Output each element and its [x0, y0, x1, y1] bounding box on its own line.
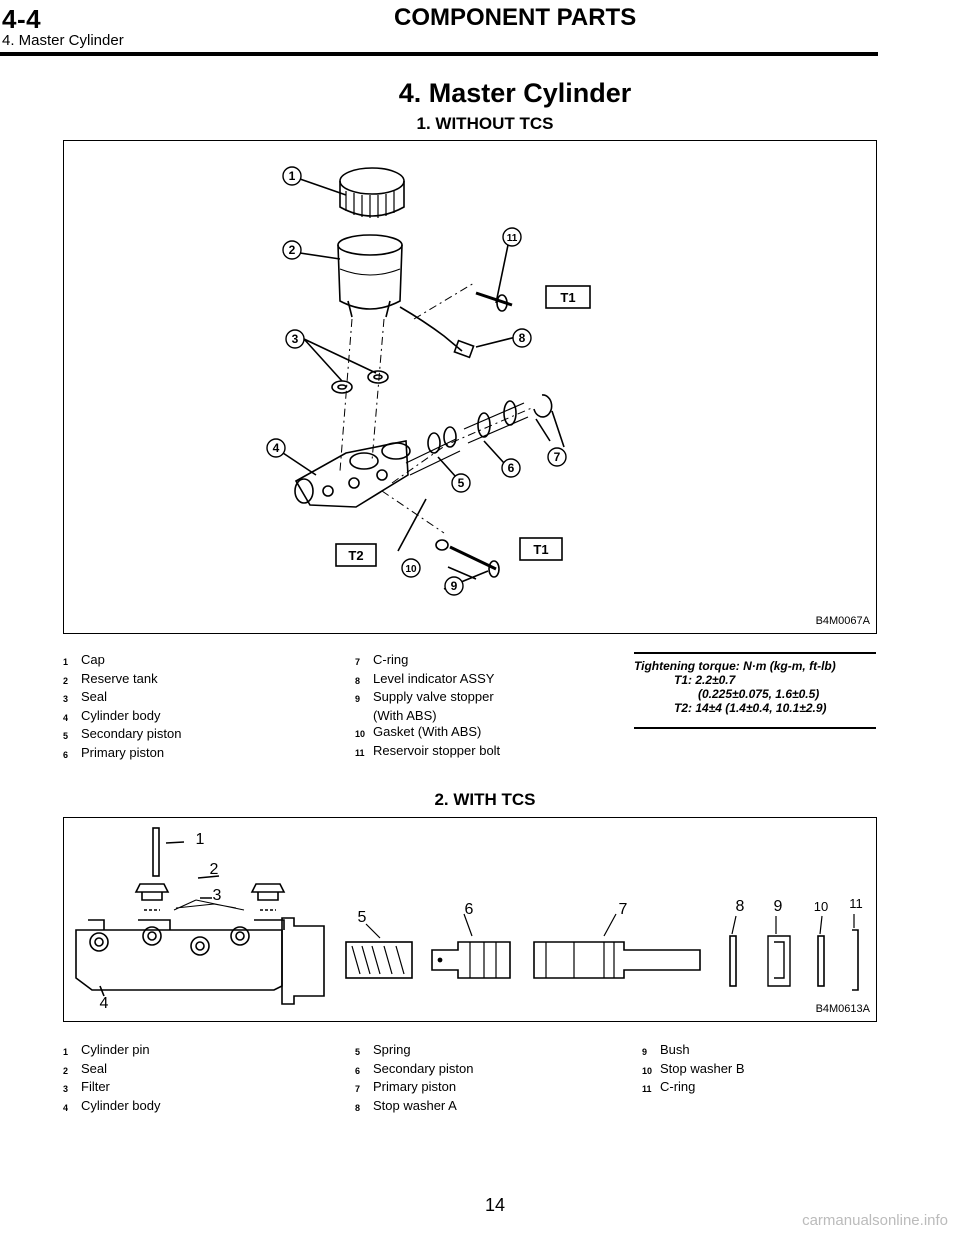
callout-10: 10 — [814, 899, 828, 914]
callout-1: 1 — [196, 831, 205, 848]
callout-5: 5 — [458, 476, 465, 490]
torque-tag-t1-lower: T1 — [533, 542, 548, 557]
section2-title: 2. WITH TCS — [434, 790, 536, 809]
legend-item: (With ABS) — [373, 707, 437, 723]
figure-code: B4M0613A — [815, 1003, 870, 1015]
section1-title: 1. WITHOUT TCS — [416, 114, 554, 133]
callout-9: 9 — [451, 579, 458, 593]
callout-8: 8 — [736, 898, 745, 915]
torque-tag-t1-upper: T1 — [560, 290, 575, 305]
header-rule — [0, 52, 878, 56]
callout-7: 7 — [619, 901, 628, 918]
section-title: COMPONENT PARTS — [394, 4, 637, 31]
exploded-view-without-tcs: T1 T1 T2 1 2 3 4 5 6 7 8 9 10 11 — [266, 166, 591, 596]
callout-1: 1 — [289, 169, 296, 183]
callout-6: 6 — [508, 461, 515, 475]
callout-3: 3 — [213, 887, 222, 904]
callout-11: 11 — [507, 233, 518, 244]
section-number: 4-4 — [2, 4, 42, 34]
callout-2: 2 — [289, 243, 296, 257]
callout-4: 4 — [273, 441, 280, 455]
callout-labels-with-tcs: 1 2 3 4 5 6 7 8 9 10 11 — [100, 831, 863, 1012]
torque-heading: Tightening torque: N·m (kg-m, ft-lb) — [634, 659, 836, 673]
figure-without-tcs: T1 T1 T2 1 2 3 4 5 6 7 8 9 10 11 B4M0067… — [63, 140, 877, 634]
tightening-torque-box: Tightening torque: N·m (kg-m, ft-lb) T1:… — [634, 652, 876, 729]
callout-6: 6 — [465, 901, 474, 918]
torque-tags: T1 T1 T2 — [348, 290, 575, 563]
torque-t1: T1: 2.2±0.7 — [674, 673, 736, 687]
callout-10: 10 — [405, 564, 417, 575]
figure-with-tcs: 1 2 3 4 5 6 7 8 9 10 11 B4M0613A — [63, 817, 877, 1022]
watermark: carmanualsonline.info — [802, 1212, 948, 1229]
callout-11: 11 — [849, 896, 863, 911]
page-number: 14 — [484, 1195, 506, 1215]
callout-labels: 1 2 3 4 5 6 7 8 9 10 11 — [273, 169, 561, 593]
callout-2: 2 — [210, 861, 219, 878]
callout-9: 9 — [774, 898, 783, 915]
subsection-label: 4. Master Cylinder — [2, 32, 124, 49]
callout-7: 7 — [554, 450, 561, 464]
exploded-view-with-tcs: 1 2 3 4 5 6 7 8 9 10 11 — [75, 827, 863, 1012]
page-title: 4. Master Cylinder — [398, 78, 632, 108]
callout-3: 3 — [292, 332, 299, 346]
torque-t2: T2: 14±4 (1.4±0.4, 10.1±2.9) — [674, 701, 827, 715]
torque-t1-detail: (0.225±0.075, 1.6±0.5) — [698, 687, 820, 701]
callout-8: 8 — [519, 331, 526, 345]
callout-5: 5 — [358, 909, 367, 926]
torque-tag-t2: T2 — [348, 548, 363, 563]
figure-code: B4M0067A — [815, 615, 870, 627]
callout-4: 4 — [100, 995, 109, 1012]
